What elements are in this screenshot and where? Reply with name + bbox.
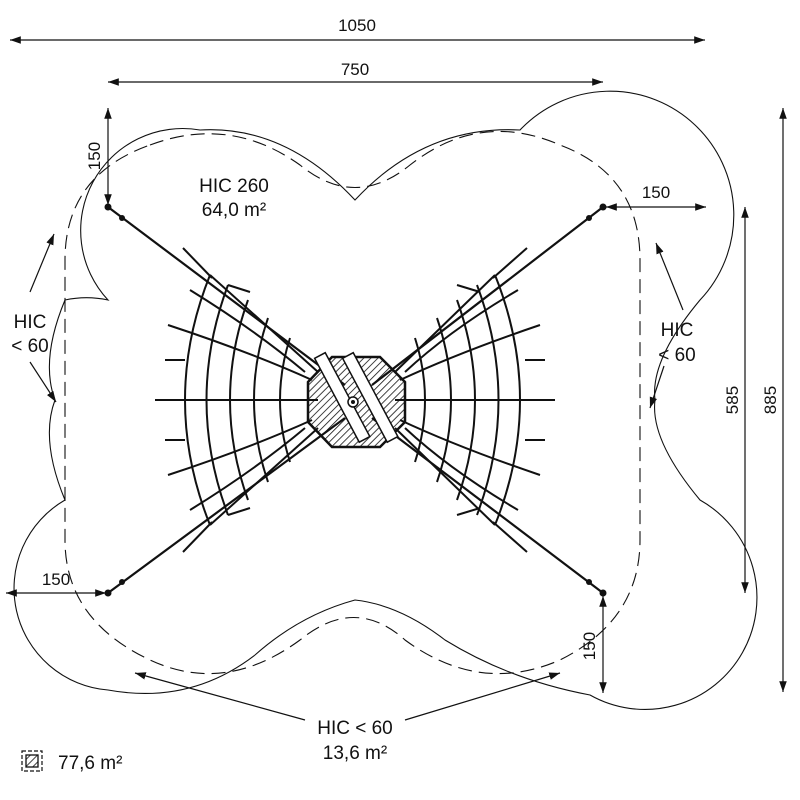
dimension-free-space-bottom-right: 150 (580, 596, 607, 693)
zone-label-main: HIC 260 64,0 m² (199, 176, 269, 221)
outer-free-space-outline (13, 90, 758, 710)
support-ropes (107, 206, 604, 594)
central-platform (306, 351, 407, 449)
svg-text:150: 150 (85, 142, 104, 170)
svg-text:150: 150 (580, 632, 599, 660)
left-climbing-net (155, 247, 319, 553)
rope-anchors (104, 203, 607, 597)
svg-text:77,6 m²: 77,6 m² (58, 753, 122, 774)
dimension-free-space-top-right: 150 (606, 183, 706, 211)
legend-frame (21, 750, 43, 772)
dimension-overall-depth: 885 (761, 108, 787, 692)
svg-text:HIC: HIC (14, 312, 47, 333)
zone-label-bottom: HIC < 60 13,6 m² (134, 672, 561, 764)
svg-text:HIC 260: HIC 260 (199, 176, 269, 197)
svg-text:HIC < 60: HIC < 60 (317, 718, 393, 739)
right-climbing-net (394, 247, 555, 553)
dimension-equipment-width: 750 (108, 60, 603, 86)
svg-text:HIC: HIC (661, 320, 694, 341)
dimension-free-space-bottom-left: 150 (5, 570, 106, 597)
svg-text:64,0 m²: 64,0 m² (202, 200, 266, 221)
dimension-equipment-depth: 585 (723, 207, 749, 593)
legend: 77,6 m² (21, 750, 122, 774)
dimension-overall-width: 1050 (9, 16, 705, 44)
zone-label-right: HIC < 60 (649, 242, 696, 409)
svg-text:885: 885 (761, 386, 780, 414)
svg-text:750: 750 (341, 60, 369, 79)
svg-text:585: 585 (723, 386, 742, 414)
svg-text:< 60: < 60 (658, 345, 696, 366)
dimension-free-space-top-left: 150 (85, 108, 112, 205)
svg-text:13,6 m²: 13,6 m² (323, 743, 387, 764)
zone-label-left: HIC < 60 (11, 233, 57, 403)
svg-text:< 60: < 60 (11, 336, 49, 357)
svg-text:150: 150 (42, 570, 70, 589)
svg-text:1050: 1050 (338, 16, 376, 35)
svg-text:150: 150 (642, 183, 670, 202)
hatched-square-icon (25, 754, 39, 768)
hic260-zone-outline (64, 130, 641, 675)
